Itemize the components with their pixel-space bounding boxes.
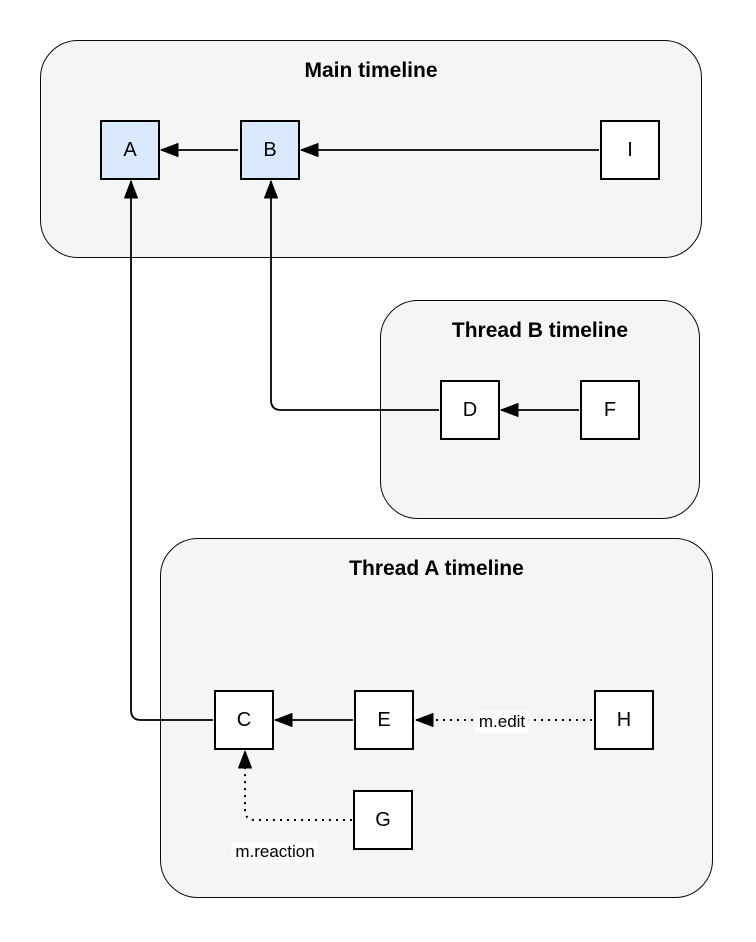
node-h: H <box>594 690 654 750</box>
container-title-main-timeline: Main timeline <box>304 59 438 82</box>
node-c: C <box>214 690 274 750</box>
node-e: E <box>354 690 414 750</box>
edge-label-m-reaction: m.reaction <box>231 841 319 863</box>
container-title-thread-a-timeline: Thread A timeline <box>349 557 524 580</box>
node-i: I <box>600 120 660 180</box>
node-g: G <box>353 790 413 850</box>
node-f: F <box>580 380 640 440</box>
container-thread-b-timeline: Thread B timeline <box>380 300 700 519</box>
edge-label-m-edit: m.edit <box>474 711 530 733</box>
node-a: A <box>100 120 160 180</box>
node-b: B <box>240 120 300 180</box>
node-d: D <box>440 380 500 440</box>
container-title-thread-b-timeline: Thread B timeline <box>451 319 629 342</box>
